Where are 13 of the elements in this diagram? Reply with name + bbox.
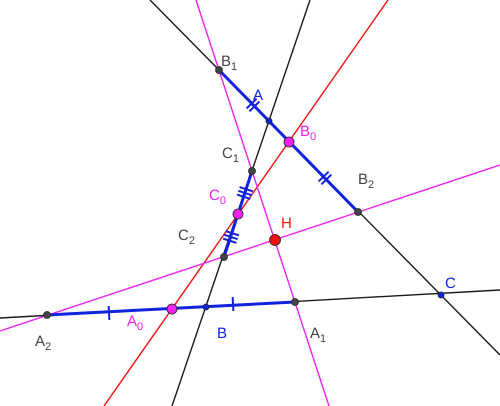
point-label: A$_{2}$ xyxy=(35,334,52,355)
point-label: A xyxy=(253,88,264,104)
point-label: B$_{2}$ xyxy=(358,172,374,193)
point-label: A$_{1}$ xyxy=(310,326,326,347)
point-label: A$_{0}$ xyxy=(127,314,144,335)
point-label: C$_{1}$ xyxy=(222,146,239,167)
point-label: C$_{0}$ xyxy=(209,188,226,209)
point-label: B$_{1}$ xyxy=(221,54,238,75)
point-label: C$_{2}$ xyxy=(178,228,195,249)
point-label: C xyxy=(445,276,456,292)
point-label: B xyxy=(217,326,228,342)
point-label: B$_{0}$ xyxy=(300,124,316,145)
point-label: H xyxy=(281,216,292,232)
